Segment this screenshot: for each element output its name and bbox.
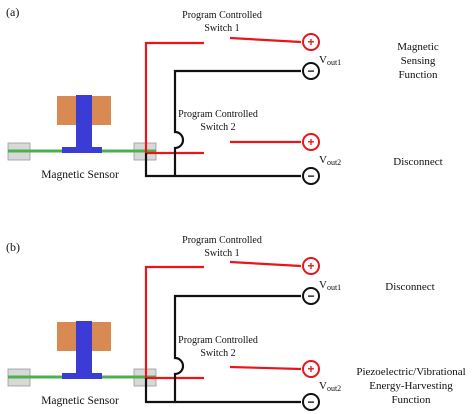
terminal-plus-1: +: [302, 257, 320, 275]
wires: [144, 36, 302, 178]
vout-sub: out2: [327, 158, 341, 167]
vout-base: V: [319, 279, 327, 291]
minus-symbol: −: [307, 169, 314, 183]
terminal-minus-1: −: [302, 287, 320, 305]
black-wire: [144, 294, 301, 404]
coil-right: [92, 96, 111, 125]
vout-sub: out1: [327, 283, 341, 292]
coil-left: [57, 96, 76, 125]
sensor-label: Magnetic Sensor: [41, 169, 119, 181]
switch1-label-line2: Switch 1: [204, 23, 239, 34]
switch1-label-line1: Program Controlled: [182, 235, 262, 246]
magnet-core: [76, 95, 92, 147]
terminal-minus-2: −: [302, 167, 320, 185]
vout-sub: out1: [327, 58, 341, 67]
note1-line2: Sensing: [401, 55, 436, 67]
vout-base: V: [319, 154, 327, 166]
minus-symbol: −: [307, 395, 314, 409]
note2-line1: Disconnect: [393, 156, 442, 168]
panel-tag: (b): [6, 240, 20, 254]
magnet-core: [76, 321, 92, 373]
vout2-label: Vout2: [319, 380, 341, 393]
plus-symbol: +: [307, 135, 314, 149]
minus-symbol: −: [307, 289, 314, 303]
terminal-plus-1: +: [302, 33, 320, 51]
vout-base: V: [319, 380, 327, 392]
switch1-label-line1: Program Controlled: [182, 10, 262, 21]
vout1-label: Vout1: [319, 54, 341, 67]
panel-a: (a) Magnetic Sensor Program Controlled S…: [6, 5, 443, 185]
note1-line1: Magnetic: [397, 41, 439, 53]
terminal-plus-2: +: [302, 133, 320, 151]
red-wire: [144, 260, 302, 380]
coil-left: [57, 322, 76, 351]
terminal-plus-2: +: [302, 360, 320, 378]
switch2-label-line1: Program Controlled: [178, 335, 258, 346]
plus-symbol: +: [307, 259, 314, 273]
note2-line1: Piezoelectric/Vibrational: [356, 366, 465, 378]
plus-symbol: +: [307, 362, 314, 376]
switch2-label-line1: Program Controlled: [178, 109, 258, 120]
coil-right: [92, 322, 111, 351]
vout1-label: Vout1: [319, 279, 341, 292]
black-wire: [144, 69, 301, 178]
magnetic-sensor: Magnetic Sensor: [7, 95, 157, 181]
note2-line2: Energy-Harvesting: [369, 380, 453, 392]
vout-sub: out2: [327, 384, 341, 393]
red-wire: [144, 36, 302, 155]
switch2-label-line2: Switch 2: [200, 122, 235, 133]
minus-symbol: −: [307, 64, 314, 78]
vout-base: V: [319, 54, 327, 66]
plus-symbol: +: [307, 35, 314, 49]
note1-line3: Function: [398, 69, 438, 81]
magnetic-sensor: Magnetic Sensor: [7, 321, 157, 407]
vout2-label: Vout2: [319, 154, 341, 167]
wires: [144, 260, 302, 404]
switch1-label-line2: Switch 1: [204, 248, 239, 259]
magnet-base: [62, 147, 102, 153]
panel-b: (b) Magnetic Sensor Program Controlled S…: [6, 235, 466, 411]
note1-line1: Disconnect: [385, 281, 434, 293]
switch2-label-line2: Switch 2: [200, 348, 235, 359]
terminal-minus-2: −: [302, 393, 320, 411]
panel-tag: (a): [6, 5, 19, 19]
terminal-minus-1: −: [302, 62, 320, 80]
magnet-base: [62, 373, 102, 379]
sensor-label: Magnetic Sensor: [41, 395, 119, 407]
note2-line3: Function: [391, 394, 431, 406]
